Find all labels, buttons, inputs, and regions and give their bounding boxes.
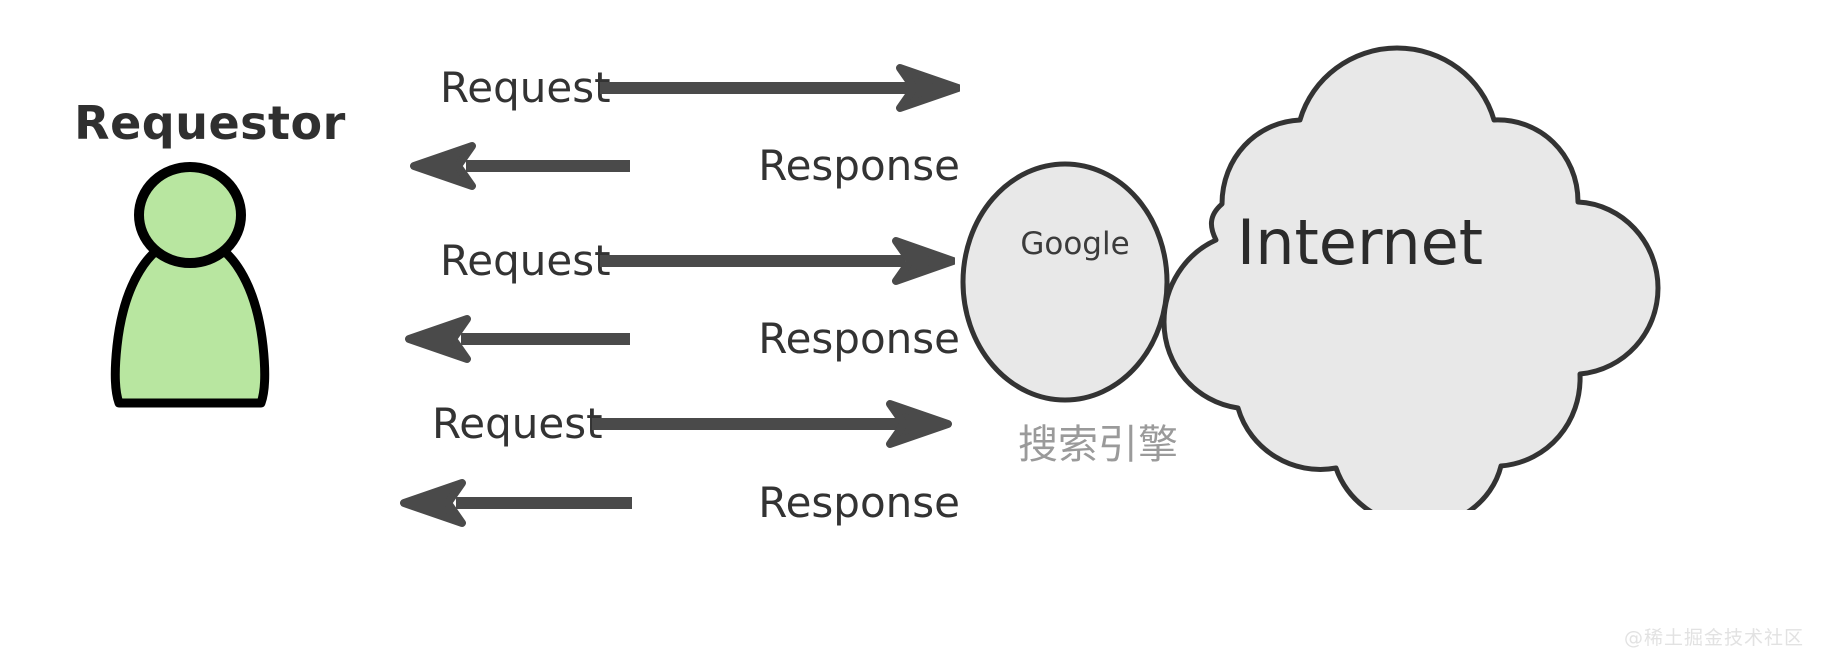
arrow-right-icon	[600, 229, 957, 293]
message-label: Request	[440, 63, 611, 112]
message-label: Request	[432, 399, 603, 448]
internet-label: Internet	[1236, 206, 1484, 279]
message-label: Response	[758, 141, 960, 190]
google-label: Google	[1020, 226, 1130, 262]
message-row: Request	[440, 56, 962, 120]
message-row: Response	[400, 471, 960, 535]
google-node-icon	[960, 161, 1170, 403]
network-group	[960, 30, 1720, 529]
message-row: Request	[432, 392, 960, 456]
search-engine-caption: 搜索引擎	[1018, 422, 1178, 468]
watermark: @稀土掘金技术社区	[1623, 627, 1804, 649]
message-label: Request	[440, 236, 611, 285]
internet-cloud-icon	[1161, 45, 1661, 529]
arrow-right-icon	[600, 56, 962, 120]
person-figure-icon	[95, 160, 285, 410]
arrow-right-icon	[592, 392, 952, 456]
message-row: Request	[440, 229, 960, 293]
message-label: Response	[758, 314, 960, 363]
arrow-left-icon	[400, 471, 632, 535]
message-label: Response	[758, 478, 960, 527]
arrow-left-icon	[405, 307, 630, 371]
message-row: Response	[405, 307, 960, 371]
message-row: Response	[410, 134, 960, 198]
arrow-left-icon	[410, 134, 630, 198]
page-title: Requestor	[74, 96, 346, 150]
